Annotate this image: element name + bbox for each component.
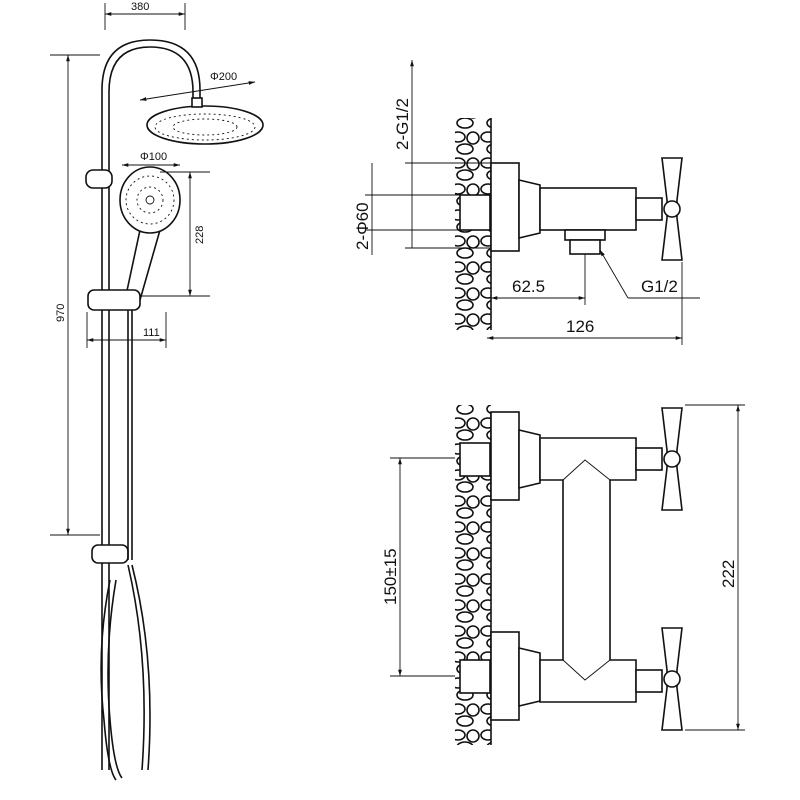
flange-dimension: 2-Φ60 bbox=[353, 202, 372, 250]
outlet-thread-dimension: G1/2 bbox=[641, 277, 678, 296]
head-diameter-dimension: Φ200 bbox=[210, 71, 237, 83]
total-height-dimension-valve: 222 bbox=[719, 560, 738, 588]
total-depth-dimension: 126 bbox=[566, 317, 594, 336]
hand-height-dimension: 228 bbox=[194, 226, 206, 244]
total-height-dimension: 970 bbox=[55, 304, 67, 322]
width-dimension: 380 bbox=[131, 1, 149, 13]
shower-column: 380 Φ200 Φ100 228 970 111 bbox=[50, 1, 264, 781]
holder-clamp bbox=[85, 169, 141, 564]
outlet-depth-dimension: 62.5 bbox=[512, 277, 545, 296]
slider-offset-dimension: 111 bbox=[143, 327, 160, 339]
overhead-shower-head bbox=[146, 97, 264, 145]
hand-diameter-dimension: Φ100 bbox=[140, 151, 167, 163]
thread-dimension: 2-G1/2 bbox=[393, 98, 412, 150]
valve-side-view: 2-G1/2 2-Φ60 62.5 G1/2 126 bbox=[353, 60, 700, 345]
hand-shower bbox=[119, 166, 181, 301]
center-distance-dimension: 150±15 bbox=[381, 548, 400, 605]
valve-front-view: 150±15 222 bbox=[381, 404, 745, 745]
